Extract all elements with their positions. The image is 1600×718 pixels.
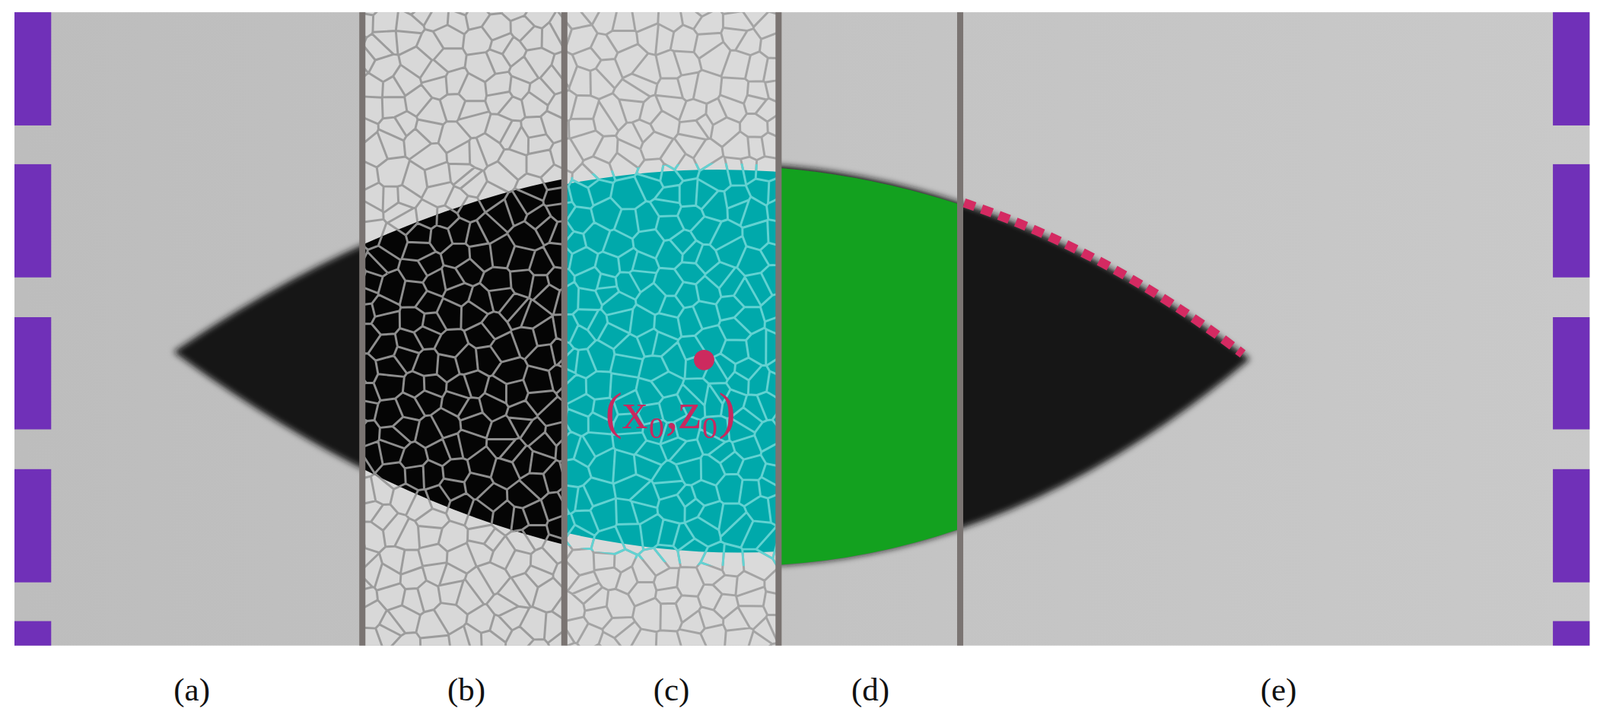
panel-label: (b) bbox=[447, 673, 486, 707]
panel-label: (d) bbox=[851, 673, 890, 707]
droplet-mask bbox=[778, 165, 961, 567]
crack-lines bbox=[362, 12, 565, 646]
droplet bbox=[173, 163, 1251, 567]
image-background bbox=[14, 12, 1590, 646]
point-coordinate: (x₀,z₀) bbox=[604, 385, 735, 437]
panel-label: (a) bbox=[173, 673, 210, 707]
crack-pattern bbox=[362, 12, 565, 646]
scale-dash bbox=[1552, 164, 1590, 278]
scale-dash bbox=[14, 317, 51, 430]
droplet-mask bbox=[362, 163, 565, 567]
separator bbox=[957, 12, 964, 646]
separator bbox=[775, 12, 782, 646]
panel-label: (e) bbox=[1260, 673, 1298, 707]
scale-bar-right bbox=[1552, 12, 1590, 646]
separator bbox=[561, 12, 568, 646]
reference-point bbox=[693, 349, 715, 371]
panel-b bbox=[362, 12, 565, 646]
crack-inside bbox=[362, 12, 565, 646]
separator bbox=[359, 12, 366, 646]
scale-dash bbox=[1552, 621, 1590, 646]
panel-d bbox=[778, 165, 961, 567]
panel-c bbox=[564, 12, 780, 646]
crack-pattern bbox=[564, 12, 780, 646]
scale-dash bbox=[1552, 469, 1590, 583]
crack-inside bbox=[564, 12, 780, 646]
scale-bar-left bbox=[14, 12, 51, 646]
crack-lines bbox=[564, 12, 780, 646]
scale-dash bbox=[14, 469, 51, 583]
scale-dash bbox=[1552, 12, 1590, 126]
scale-dash bbox=[14, 621, 51, 646]
contour-dotted-line bbox=[963, 203, 1243, 354]
panel-label: (c) bbox=[653, 673, 691, 707]
scale-dash bbox=[1552, 317, 1590, 430]
scale-dash bbox=[14, 12, 51, 126]
scale-dash bbox=[14, 164, 51, 278]
